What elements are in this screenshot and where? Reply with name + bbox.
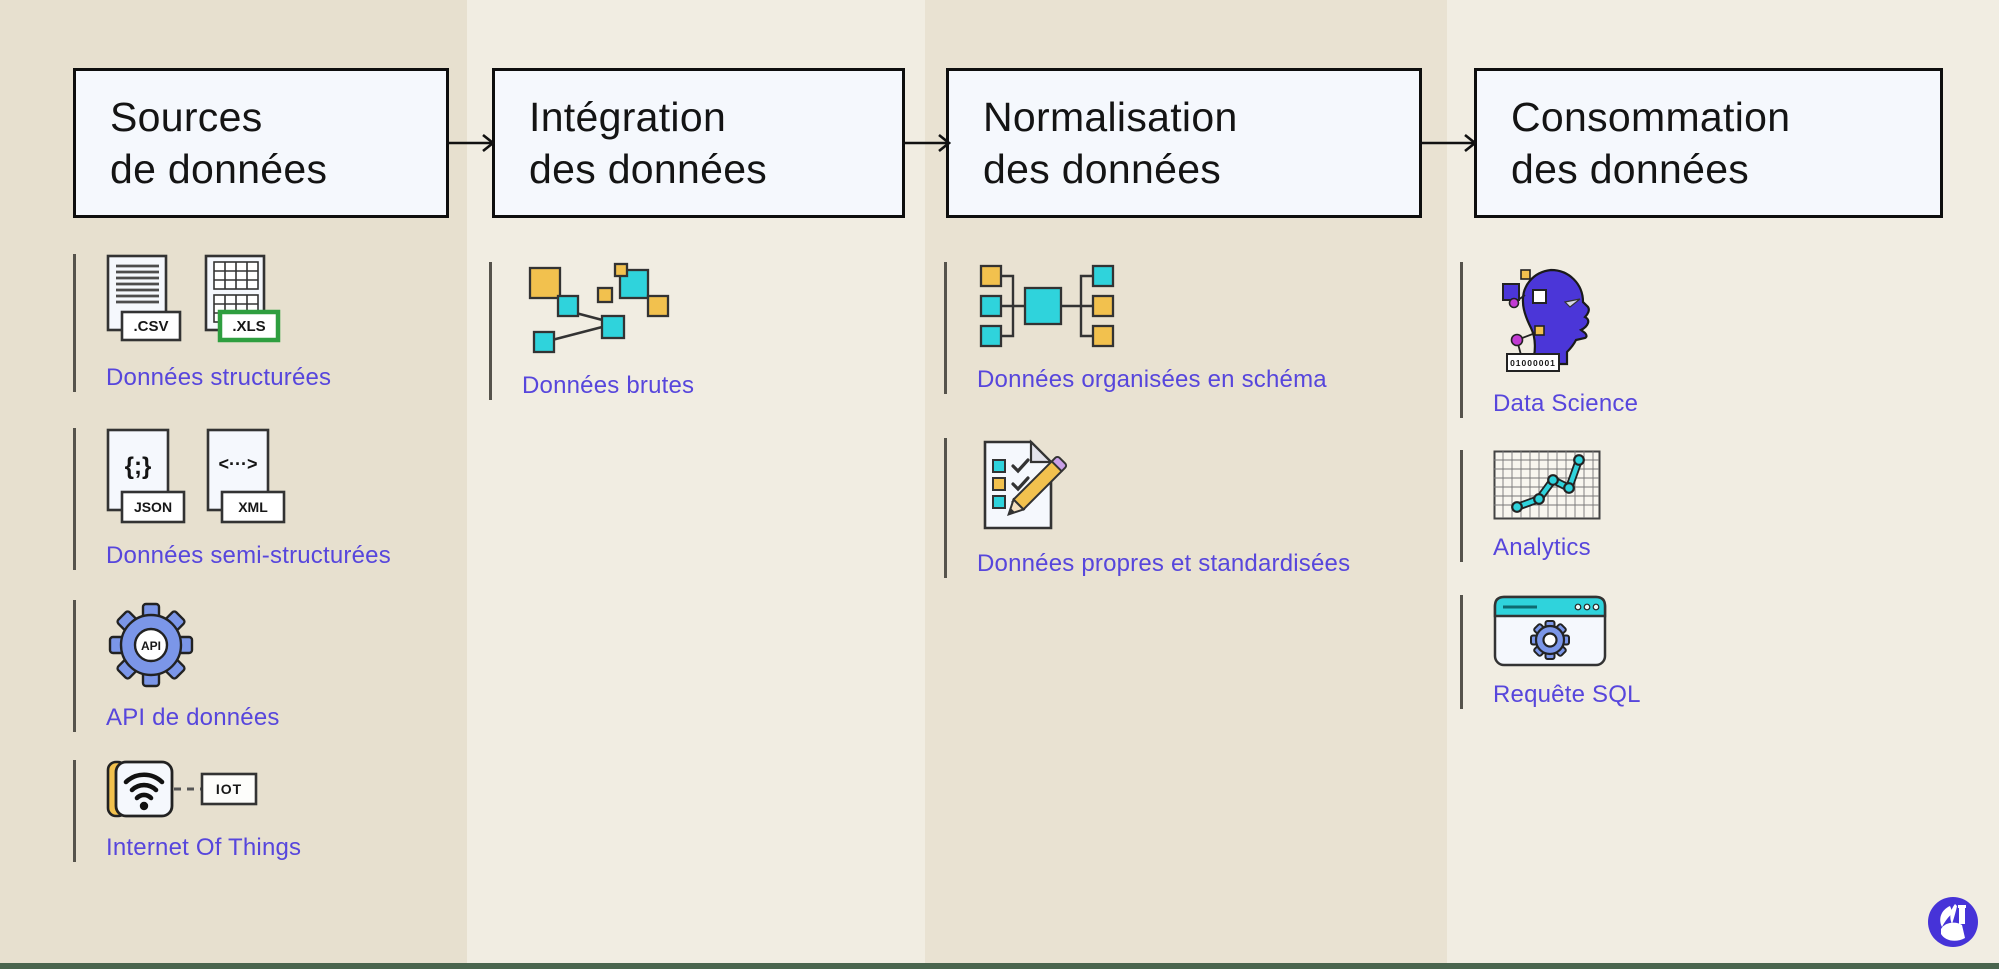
xls-file-icon: .XLS — [204, 254, 281, 343]
footer-accent-bar — [0, 963, 1999, 969]
analytics-chart-icon — [1493, 450, 1601, 520]
iot-badge-label: IOT — [216, 781, 242, 797]
stage-header-normalisation: Normalisation des données — [946, 68, 1422, 218]
stage-header-integration: Intégration des données — [492, 68, 905, 218]
item-label: Données structurées — [106, 364, 332, 391]
group-schema-data: Données organisées en schéma — [944, 262, 1327, 394]
json-badge-label: JSON — [134, 499, 172, 515]
arrow-right-icon — [446, 133, 495, 153]
iot-wifi-icon: IOT — [106, 760, 258, 818]
xml-file-icon: <···> XML — [206, 428, 286, 524]
pencil-icon — [1007, 455, 1068, 516]
data-science-head-icon: 01000001 — [1502, 268, 1590, 372]
item-label: Données propres et standardisées — [977, 550, 1351, 577]
item-label: Données brutes — [522, 372, 695, 399]
stage-title-line: Intégration — [529, 94, 727, 140]
stage-title-line: Consommation — [1511, 94, 1791, 140]
api-gear-icon: API — [108, 602, 194, 688]
csv-badge-label: .CSV — [133, 318, 168, 335]
stage-header-consommation: Consommation des données — [1474, 68, 1943, 218]
schema-squares-icon — [979, 264, 1115, 348]
xml-glyph: <···> — [218, 454, 257, 474]
item-label: Internet Of Things — [106, 834, 302, 861]
api-badge-label: API — [141, 639, 161, 653]
xls-badge-label: .XLS — [232, 318, 265, 335]
eye-icon — [1563, 298, 1581, 308]
checklist-pencil-icon — [983, 439, 1068, 530]
group-sql: Requête SQL — [1460, 595, 1641, 709]
group-raw-data: Données brutes — [489, 262, 694, 400]
group-iot: IOT Internet Of Things — [73, 760, 301, 862]
group-api: API API de données — [73, 600, 280, 732]
stage-title-line: Normalisation — [983, 94, 1238, 140]
arrow-right-icon — [902, 133, 951, 153]
sql-browser-gear-icon — [1493, 595, 1607, 667]
xml-badge-label: XML — [238, 499, 268, 515]
item-label: Analytics — [1493, 534, 1591, 561]
stage-title-line: des données — [983, 146, 1222, 192]
csv-file-icon: .CSV — [106, 254, 182, 342]
wifi-icon — [123, 772, 165, 801]
json-file-icon: {;} JSON — [106, 428, 186, 524]
brand-logo-icon — [1928, 897, 1978, 947]
stage-title-line: des données — [529, 146, 768, 192]
stage-header-sources: Sources de données — [73, 68, 449, 218]
json-glyph: {;} — [125, 453, 152, 480]
stage-title-line: des données — [1511, 146, 1750, 192]
group-clean-data: Données propres et standardisées — [944, 438, 1350, 578]
stage-title-line: de données — [110, 146, 328, 192]
group-data-science: 01000001 Data Science — [1460, 262, 1638, 418]
stage-title-line: Sources — [110, 94, 263, 140]
group-semi-structured-data: {;} JSON <···> XML Données semi-structur… — [73, 428, 391, 570]
item-label: Data Science — [1493, 390, 1639, 417]
item-label: Données organisées en schéma — [977, 366, 1327, 393]
group-analytics: Analytics — [1460, 450, 1603, 562]
item-label: Requête SQL — [1493, 681, 1641, 708]
item-label: Données semi-structurées — [106, 542, 391, 569]
group-structured-data: .CSV .XLS Données structurées — [73, 254, 331, 392]
arrow-right-icon — [1419, 133, 1477, 153]
binary-badge-label: 01000001 — [1510, 358, 1556, 368]
item-label: API de données — [106, 704, 280, 731]
raw-scattered-squares-icon — [528, 262, 670, 354]
